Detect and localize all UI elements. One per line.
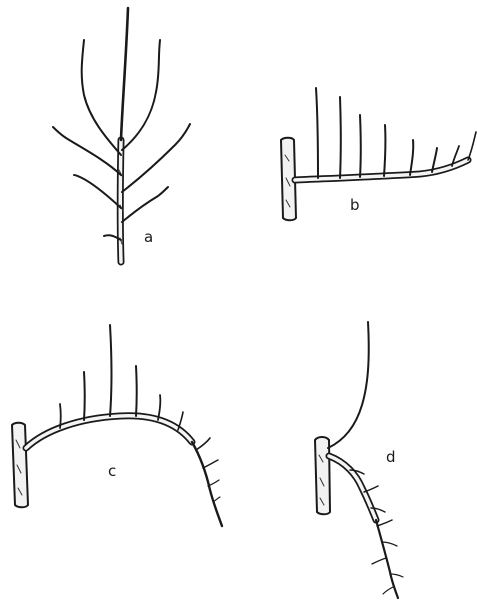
- panel-d: d: [315, 322, 403, 598]
- panel-c: c: [12, 325, 222, 526]
- panel-c-shoot: [158, 395, 160, 420]
- panel-b-shoot: [340, 97, 341, 178]
- panel-a-branch: [122, 187, 168, 222]
- panel-a-branch: [74, 175, 121, 208]
- panel-d-vertical-shoot: [328, 322, 369, 448]
- panel-d-limb: [329, 456, 376, 520]
- panel-a-label: a: [144, 228, 153, 246]
- panel-c-label: c: [108, 462, 116, 480]
- panel-b-label: b: [350, 196, 360, 214]
- panel-c-shoot: [84, 372, 85, 420]
- panel-c-shoot: [110, 325, 112, 416]
- panel-a-branch: [122, 40, 160, 150]
- panel-b-shoot: [384, 125, 385, 176]
- panel-c-limb-tip: [192, 442, 222, 526]
- panel-c-shoot: [60, 404, 61, 428]
- panel-d-limb-tip: [376, 520, 398, 598]
- panel-a-leader: [121, 8, 128, 140]
- panel-d-spur: [382, 542, 397, 546]
- panel-d-spur: [372, 558, 386, 564]
- panel-b-shoot: [410, 140, 413, 175]
- panel-a: a: [53, 8, 190, 262]
- panel-a-branch: [82, 40, 121, 155]
- panel-b-shoot: [316, 88, 318, 178]
- panel-c-shoot: [196, 438, 210, 450]
- panel-b-shoot: [360, 115, 361, 177]
- panel-a-branch: [53, 127, 121, 175]
- panel-c-shoot: [136, 366, 137, 416]
- panel-c-shoot: [208, 480, 219, 486]
- panel-d-label: d: [386, 448, 396, 466]
- panel-c-trunk: [12, 423, 28, 508]
- panel-a-branch: [122, 124, 190, 192]
- panel-c-shoot: [213, 497, 220, 502]
- panel-b: b: [281, 88, 476, 220]
- panel-d-spur: [383, 587, 393, 594]
- panel-c-shoot: [203, 460, 218, 468]
